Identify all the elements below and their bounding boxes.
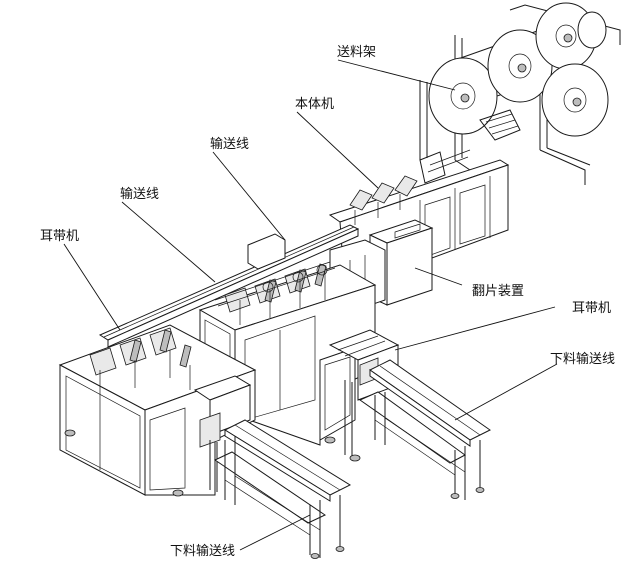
discharge-conveyor-right (358, 359, 491, 500)
material-roll (541, 63, 609, 137)
label-discharge-left: 下料输送线 (170, 543, 235, 559)
label-feed-rack: 送料架 (337, 45, 376, 60)
label-conveyor-upper: 输送线 (210, 136, 249, 152)
material-roll (428, 57, 498, 135)
leader-lines (63, 59, 558, 551)
label-ear-loop-right: 耳带机 (572, 301, 611, 316)
label-flip-device: 翻片装置 (472, 284, 524, 299)
feed-rack (419, 2, 621, 185)
label-body-machine: 本体机 (295, 97, 334, 112)
ear-loop-machine-left (58, 324, 361, 497)
discharge-conveyor-left (213, 419, 352, 559)
material-roll (487, 29, 553, 103)
label-ear-loop-left: 耳带机 (40, 229, 79, 244)
label-conveyor-left: 输送线 (120, 186, 159, 202)
label-discharge-right: 下料输送线 (550, 351, 615, 367)
conveyor-upper (98, 224, 360, 348)
